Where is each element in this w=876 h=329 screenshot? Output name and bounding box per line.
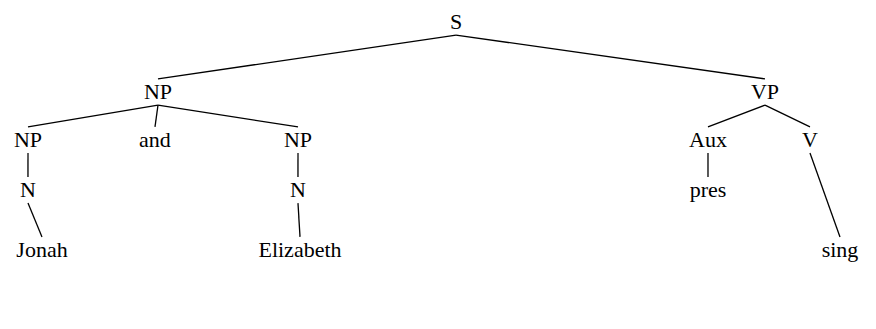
category-label: V: [802, 128, 818, 152]
tree-label: NP: [11, 127, 45, 153]
tree-label: sing: [819, 237, 862, 263]
category-label: N: [20, 178, 36, 202]
tree-branch: [28, 203, 42, 237]
tree-branch: [155, 105, 158, 127]
tree-label: Elizabeth: [255, 237, 344, 263]
tree-label: Aux: [686, 127, 730, 153]
category-label: N: [290, 178, 306, 202]
tree-label: NP: [141, 79, 175, 105]
tree-branch: [456, 35, 765, 79]
category-label: NP: [14, 128, 42, 152]
tree-branch: [158, 105, 298, 127]
tree-label: VP: [748, 79, 782, 105]
tree-branch: [708, 105, 765, 127]
tree-branch: [765, 105, 810, 127]
tree-label: N: [17, 177, 39, 203]
tree-branch: [707, 153, 708, 177]
tree-label: NP: [281, 127, 315, 153]
tree-label: N: [287, 177, 309, 203]
tree-branch: [158, 35, 456, 79]
tree-branch: [298, 203, 300, 237]
category-label: S: [450, 10, 462, 34]
category-label: VP: [751, 80, 779, 104]
tree-label: S: [447, 9, 465, 35]
category-label: and: [139, 128, 171, 152]
tree-label: and: [136, 127, 174, 153]
tree-label: V: [799, 127, 821, 153]
tree-branch: [28, 105, 158, 127]
tree-branch: [27, 153, 28, 177]
category-label: NP: [284, 128, 312, 152]
category-label: sing: [822, 238, 859, 262]
category-label: Aux: [689, 128, 727, 152]
tree-branch: [297, 153, 298, 177]
tree-branch: [810, 153, 840, 237]
category-label: Elizabeth: [258, 238, 341, 262]
category-label: pres: [690, 178, 727, 202]
category-label: Jonah: [16, 238, 67, 262]
category-label: NP: [144, 80, 172, 104]
tree-label: pres: [687, 177, 730, 203]
tree-label: Jonah: [13, 237, 70, 263]
